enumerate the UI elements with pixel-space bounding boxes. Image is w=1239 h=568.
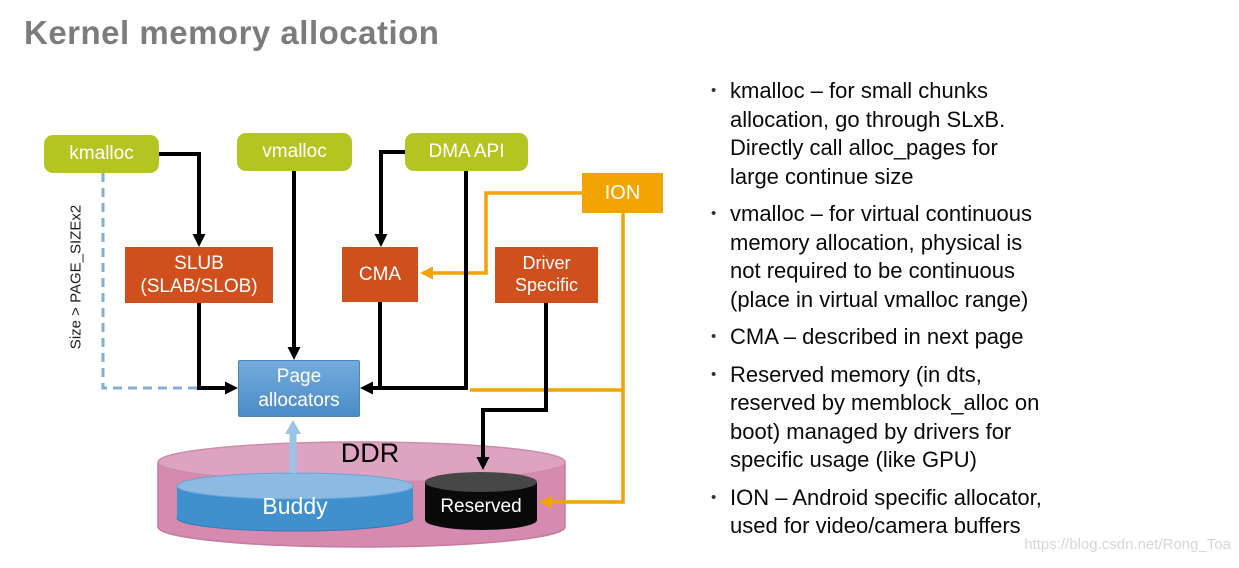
node-driver-specific: Driver Specific xyxy=(495,247,598,303)
dma-api-to-cma-arrow xyxy=(374,150,405,247)
reserved-cylinder xyxy=(425,472,537,530)
watermark: https://blog.csdn.net/Rong_Toa xyxy=(1024,536,1231,553)
bullet-dot: • xyxy=(711,488,717,506)
bullet-text: vmalloc – for virtual continuous memory … xyxy=(730,201,1033,312)
node-vmalloc: vmalloc xyxy=(237,133,352,171)
bullet-text: Reserved memory (in dts, reserved by mem… xyxy=(730,361,1040,473)
kmalloc-large-size-dashed-line xyxy=(101,173,197,390)
bullet-item-cma: • CMA – described in next page xyxy=(700,323,1239,352)
bullet-text: ION – Android specific allocator, used f… xyxy=(730,484,1042,539)
memory-allocation-diagram xyxy=(101,150,625,548)
dma-api-to-page-allocators-arrow xyxy=(360,171,468,395)
node-ion: ION xyxy=(582,173,663,213)
bullet-item-kmalloc: • kmalloc – for small chunks allocation,… xyxy=(700,77,1239,191)
bullet-dot: • xyxy=(711,82,717,99)
bullet-dot: • xyxy=(711,328,717,345)
ion-to-cma-arrow xyxy=(420,191,582,280)
bullet-item-reserved: • Reserved memory (in dts, reserved by m… xyxy=(700,361,1239,475)
bullet-item-vmalloc: • vmalloc – for virtual continuous memor… xyxy=(700,200,1239,314)
buddy-label: Buddy xyxy=(262,493,328,519)
ddr-label: DDR xyxy=(340,438,400,468)
bullet-dot: • xyxy=(711,205,717,222)
node-cma: CMA xyxy=(342,247,418,302)
node-dma-api: DMA API xyxy=(405,133,528,171)
node-page-allocators: Page allocators xyxy=(238,360,360,417)
bullet-list: • kmalloc – for small chunks allocation,… xyxy=(700,77,1239,550)
bullet-dot: • xyxy=(711,365,717,383)
driver-specific-to-reserved-arrow xyxy=(476,303,548,470)
reserved-label: Reserved xyxy=(440,496,522,517)
kmalloc-to-slub-arrow xyxy=(159,152,206,247)
bullet-text: kmalloc – for small chunks allocation, g… xyxy=(730,78,1006,189)
page-title: Kernel memory allocation xyxy=(24,14,440,51)
node-slub: SLUB (SLAB/SLOB) xyxy=(125,247,273,303)
node-kmalloc: kmalloc xyxy=(44,135,159,173)
buddy-cylinder xyxy=(176,472,414,532)
size-condition-annotation: Size > PAGE_SIZEx2 xyxy=(67,204,85,350)
slub-to-page-allocators-arrow xyxy=(197,303,238,395)
bullet-text: CMA – described in next page xyxy=(730,324,1024,349)
bullet-item-ion: • ION – Android specific allocator, used… xyxy=(700,484,1239,541)
ion-to-reserved-arrow xyxy=(539,213,625,509)
